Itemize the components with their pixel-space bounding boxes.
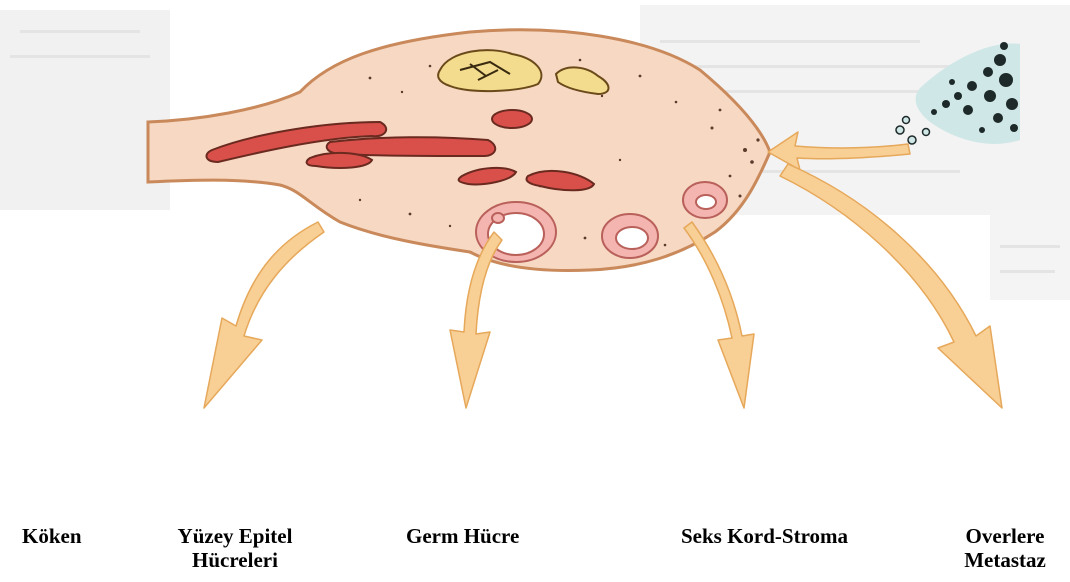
sex-cord-stroma-arrow (684, 222, 754, 408)
metastasis-label: Overlere Metastaz (950, 524, 1060, 572)
metastasis-label-line2: Metastaz (950, 548, 1060, 572)
metastasis-label-line1: Overlere (950, 524, 1060, 548)
surface-epithelium-label: Yüzey Epitel Hücreleri (150, 524, 320, 572)
surface-epithelium-label-line2: Hücreleri (150, 548, 320, 572)
germ-cell-label: Germ Hücre (406, 524, 519, 548)
surface-epithelium-label-line1: Yüzey Epitel (150, 524, 320, 548)
surface-epithelium-arrow (204, 222, 324, 408)
origin-label: Köken (22, 524, 82, 548)
sex-cord-stroma-label: Seks Kord-Stroma (681, 524, 848, 548)
